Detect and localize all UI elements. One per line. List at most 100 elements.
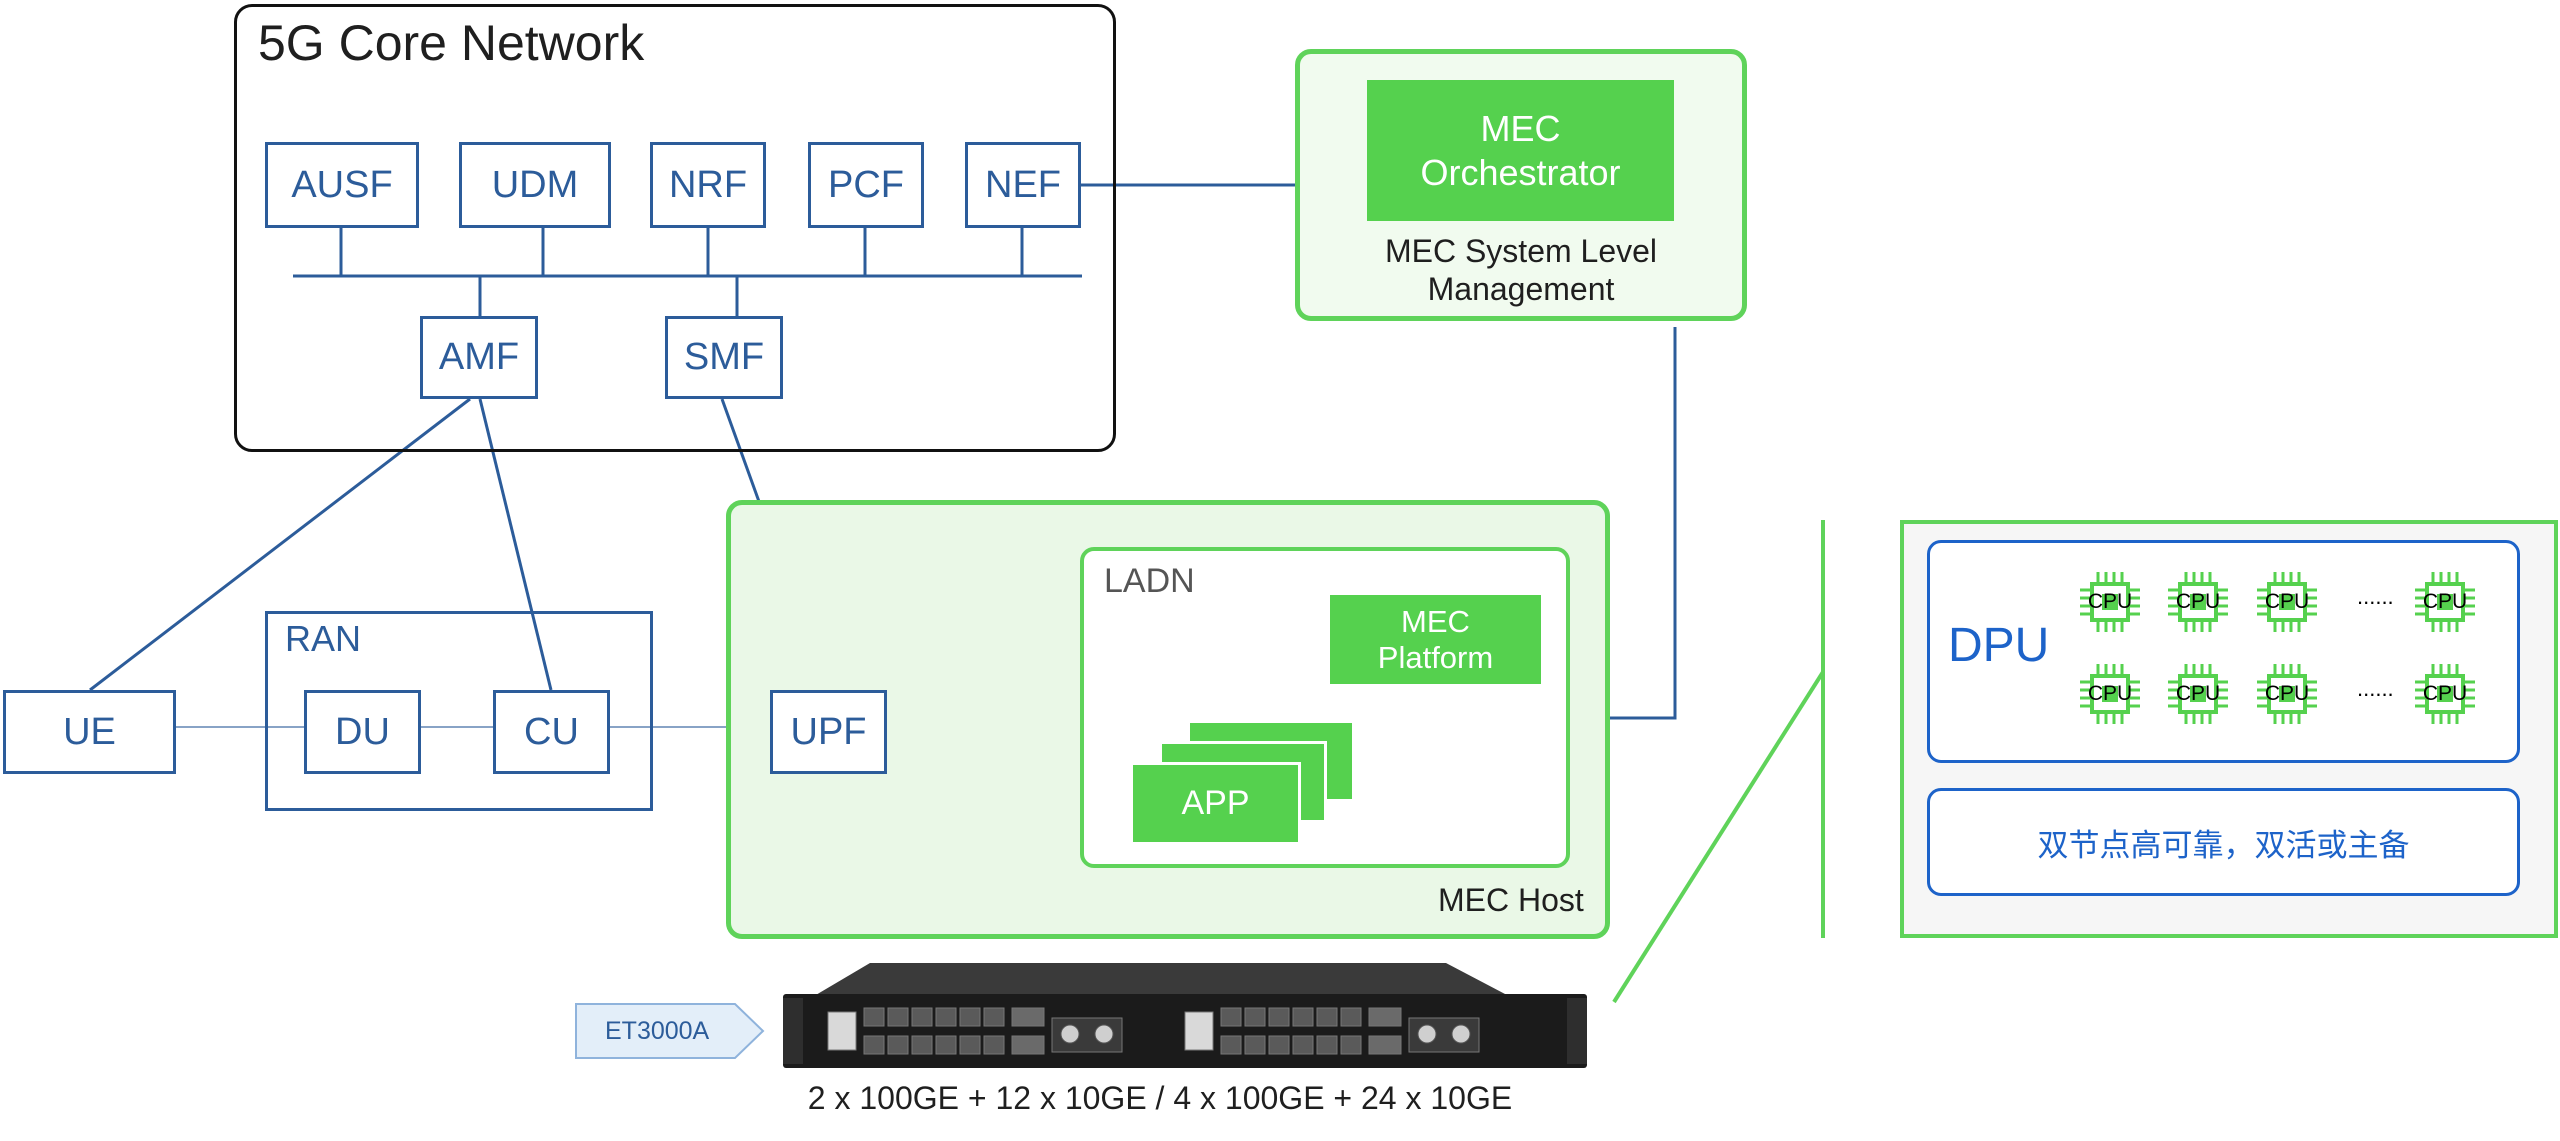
cpu-grid: CPU CPU CPU CPU...... CPU CPU CPU CPU...... xyxy=(2080,572,2510,752)
udm-node: UDM xyxy=(459,142,611,228)
switch-right-ear xyxy=(1567,998,1587,1064)
mec-orchestrator-box: MEC Orchestrator xyxy=(1367,80,1674,221)
ran-label: RAN xyxy=(285,618,362,659)
upf-node: UPF xyxy=(770,690,887,774)
cpu-die xyxy=(2178,582,2218,622)
smf-node: SMF xyxy=(665,316,783,399)
cpu-pins xyxy=(2257,664,2317,724)
app-box: APP xyxy=(1130,762,1301,845)
ha-box: 双节点高可靠，双活或主备 xyxy=(1927,788,2520,896)
cpu-core xyxy=(2102,686,2118,702)
mec-host-label: MEC Host xyxy=(1438,882,1584,918)
qsfp-port xyxy=(1011,1035,1045,1055)
sfp-port xyxy=(959,1007,981,1027)
switch-device-image xyxy=(783,963,1587,1068)
ladn-label: LADN xyxy=(1104,562,1195,600)
cpu-label: CPU xyxy=(2422,590,2468,613)
cpu-pins xyxy=(2168,572,2228,632)
module-screw xyxy=(1060,1024,1080,1044)
cpu-ellipsis: ...... xyxy=(2357,676,2394,701)
amf-node: AMF xyxy=(420,316,538,399)
cu-node: CU xyxy=(493,690,610,774)
orchestrator-host-link xyxy=(1610,327,1677,720)
device-zoom-line xyxy=(1612,670,1825,1004)
sfp-port xyxy=(1220,1007,1242,1027)
qsfp-port xyxy=(1368,1007,1402,1027)
cpu-ellipsis: ...... xyxy=(2357,584,2394,609)
cpu-label: CPU xyxy=(2264,682,2310,705)
device-tag: ET3000A xyxy=(575,1003,765,1059)
cpu-pins xyxy=(2168,664,2228,724)
dpu-label: DPU xyxy=(1948,619,2050,672)
cpu-pins xyxy=(2080,572,2140,632)
sfp-port xyxy=(1340,1007,1362,1027)
cpu-label: CPU xyxy=(2264,590,2310,613)
ha-label: 双节点高可靠，双活或主备 xyxy=(2037,827,2410,864)
cpu-chip-icon: CPU xyxy=(2080,664,2140,724)
sfp-port xyxy=(1316,1007,1338,1027)
du-node: DU xyxy=(304,690,421,774)
cpu-label: CPU xyxy=(2175,590,2221,613)
sfp-port xyxy=(1244,1035,1266,1055)
sfp-port xyxy=(887,1035,909,1055)
ran-box xyxy=(265,611,653,811)
cpu-label: CPU xyxy=(2087,590,2133,613)
sfp-port xyxy=(1268,1035,1290,1055)
switch-ports xyxy=(827,1007,1480,1055)
ausf-node: AUSF xyxy=(265,142,419,228)
device-ports-label: 2 x 100GE + 12 x 10GE / 4 x 100GE + 24 x… xyxy=(807,1080,1513,1116)
mec-platform-label: MEC Platform xyxy=(1377,603,1494,675)
cpu-core xyxy=(2102,594,2118,610)
pcf-node: PCF xyxy=(808,142,924,228)
qsfp-port xyxy=(1368,1035,1402,1055)
device-tag-label: ET3000A xyxy=(605,1017,710,1045)
ue-node: UE xyxy=(3,690,176,774)
sfp-port xyxy=(935,1035,957,1055)
nef-node: NEF xyxy=(965,142,1081,228)
sfp-port xyxy=(1244,1007,1266,1027)
switch-left-ear xyxy=(783,998,803,1064)
cpu-label: CPU xyxy=(2175,682,2221,705)
cpu-core xyxy=(2437,594,2453,610)
mec-platform-box: MEC Platform xyxy=(1330,595,1541,684)
sfp-port xyxy=(1268,1007,1290,1027)
cpu-label: CPU xyxy=(2422,682,2468,705)
cpu-chip-icon: CPU xyxy=(2257,664,2317,724)
sfp-port xyxy=(887,1007,909,1027)
mgmt-port xyxy=(827,1011,857,1051)
sfp-port xyxy=(983,1035,1005,1055)
sfp-port xyxy=(863,1035,885,1055)
core-network-box xyxy=(234,4,1116,452)
device-tag-shape xyxy=(575,1003,765,1059)
cpu-core xyxy=(2279,686,2295,702)
switch-top-cover xyxy=(817,963,1505,994)
cpu-pins xyxy=(2415,572,2475,632)
sfp-port xyxy=(1340,1035,1362,1055)
sfp-port xyxy=(1292,1007,1314,1027)
dpu-box xyxy=(1927,540,2520,763)
core-network-title: 5G Core Network xyxy=(258,15,645,71)
sfp-port xyxy=(1220,1035,1242,1055)
amf-ue-link xyxy=(89,397,471,692)
nrf-node: NRF xyxy=(650,142,766,228)
cpu-chip-icon: CPU xyxy=(2415,572,2475,632)
amf-cu-link xyxy=(478,398,553,691)
qsfp-port xyxy=(1011,1007,1045,1027)
sfp-port xyxy=(911,1007,933,1027)
app-label: APP xyxy=(1181,784,1250,822)
cpu-die xyxy=(2267,582,2307,622)
mgmt-port xyxy=(1184,1011,1214,1051)
cpu-chip-icon: CPU xyxy=(2415,664,2475,724)
cpu-core xyxy=(2437,686,2453,702)
mec-orchestrator-label: MEC Orchestrator xyxy=(1420,107,1621,193)
sfp-port xyxy=(863,1007,885,1027)
mec-system-mgmt-label: MEC System Level Management xyxy=(1384,233,1658,307)
module-screw xyxy=(1451,1024,1471,1044)
module-screw xyxy=(1417,1024,1437,1044)
sfp-port xyxy=(959,1035,981,1055)
cpu-pins xyxy=(2080,664,2140,724)
cpu-label: CPU xyxy=(2087,682,2133,705)
sfp-port xyxy=(983,1007,1005,1027)
cpu-pins xyxy=(2415,664,2475,724)
